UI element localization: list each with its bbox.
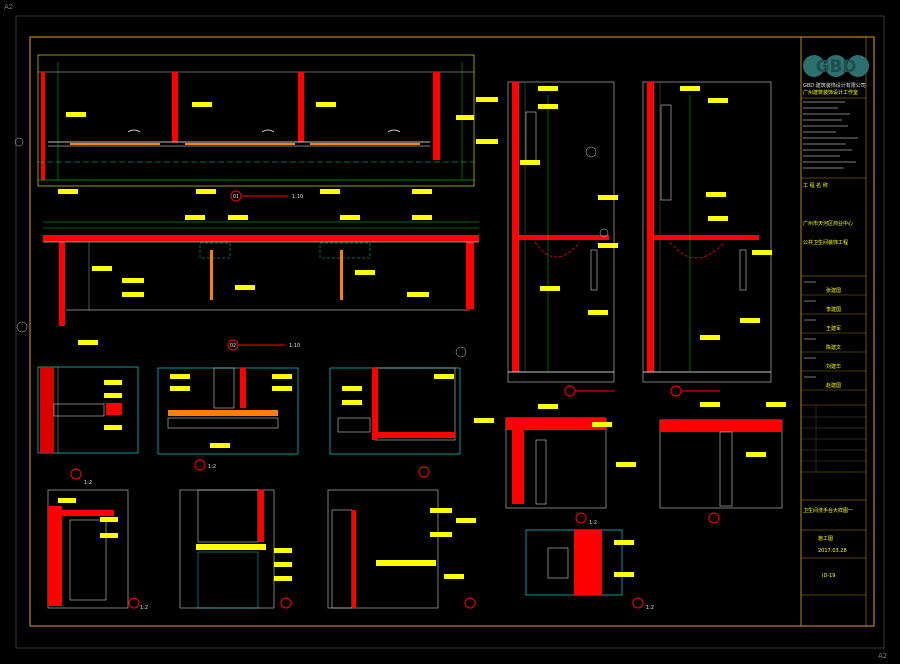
detail-i-scale: 1:2 xyxy=(646,605,654,611)
title-block: GBD GBD 建筑装饰设计有限公司 广州建筑装饰设计工作室 工 程 名 称 广… xyxy=(801,55,869,596)
vanity-section-right xyxy=(642,81,772,397)
detail-b-scale: 1:2 xyxy=(208,464,216,470)
outer-sheet-frame xyxy=(15,15,885,649)
detail-d-scale: 1:2 xyxy=(140,605,148,611)
detail-b: 1:2 xyxy=(157,367,299,471)
signature-rows: 张建国 李建国 王建军 陈建文 刘建华 赵建国 xyxy=(801,281,866,391)
section-01-callout: 01 1:10 xyxy=(230,190,303,202)
logo-text: GBD xyxy=(815,57,856,77)
project-name-line-2: 公共卫生间装饰工程 xyxy=(803,239,848,246)
section-02-tag: 02 xyxy=(230,343,236,349)
section-01-tag: 01 xyxy=(233,194,239,200)
signature-4: 陈建文 xyxy=(826,344,841,351)
drawing-stage: 施工图 xyxy=(818,535,833,542)
signature-3: 王建军 xyxy=(826,325,841,332)
notes-block xyxy=(803,101,858,169)
detail-e xyxy=(179,489,292,609)
vanity-section-left xyxy=(507,81,618,397)
detail-d: 1:2 xyxy=(47,489,148,611)
signature-1: 张建国 xyxy=(826,287,841,294)
company-line-2: 广州建筑装饰设计工作室 xyxy=(803,89,858,96)
project-label: 工 程 名 称 xyxy=(803,182,828,189)
detail-g-scale: 1:2 xyxy=(589,520,597,526)
section-02-scale: 1:10 xyxy=(289,343,300,349)
detail-i: 1:2 xyxy=(525,529,654,611)
detail-c xyxy=(329,367,494,478)
section-01-scale: 1:10 xyxy=(292,194,303,200)
drawing-title: 卫生间洗手台大样图一 xyxy=(803,507,853,514)
gbd-logo: GBD xyxy=(803,55,869,77)
detail-a-scale: 1:2 xyxy=(84,480,92,486)
drawing-number: ID-19 xyxy=(822,573,836,579)
project-name-line-1: 广州市天河区商业中心 xyxy=(803,220,853,227)
paper-size-label-bottom: A2 xyxy=(878,652,888,660)
elevation-top-left xyxy=(37,54,498,194)
revision-table xyxy=(801,404,866,473)
paper-size-label-top: A2 xyxy=(4,3,14,11)
detail-f xyxy=(327,489,476,609)
drawing-date: 2017.03.28 xyxy=(818,548,847,554)
detail-a: 1:2 xyxy=(37,366,139,486)
drawing-frame xyxy=(29,36,875,627)
signature-5: 刘建华 xyxy=(826,363,841,370)
signature-6: 赵建国 xyxy=(826,382,841,389)
company-line-1: GBD 建筑装饰设计有限公司 xyxy=(803,82,866,89)
signature-2: 李建国 xyxy=(826,306,841,313)
detail-h xyxy=(659,402,786,524)
long-section-elevation: 02 1:10 xyxy=(14,137,479,358)
detail-g: 1:2 xyxy=(505,404,636,526)
